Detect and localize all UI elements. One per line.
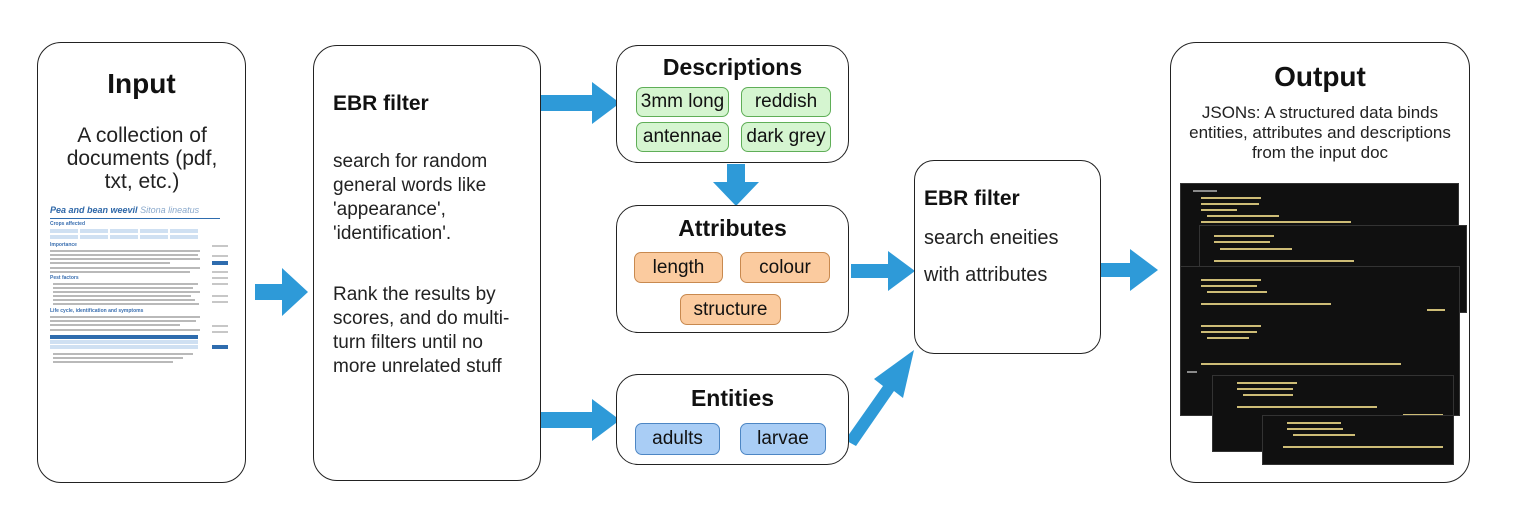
arrow-descriptions-to-attributes — [713, 164, 759, 206]
description-chip: reddish — [741, 87, 831, 117]
descriptions-title: Descriptions — [662, 54, 803, 80]
ebr-filter-box-2 — [914, 160, 1101, 354]
ebr-filter-1-text-1: search for random general words like 'ap… — [333, 151, 488, 244]
attribute-chip: colour — [740, 252, 830, 283]
output-description: JSONs: A structured data binds entities,… — [1189, 103, 1451, 162]
arrow-input-to-ebr1 — [255, 268, 308, 316]
doc-heading: Importance — [50, 242, 77, 248]
arrow-ebr1-to-descriptions — [540, 82, 620, 124]
arrow-attributes-to-ebr2 — [851, 251, 915, 291]
ebr-filter-1-text-2: Rank the results by scores, and do multi… — [333, 284, 510, 377]
entity-chip: adults — [635, 423, 720, 455]
output-title: Output — [1274, 61, 1366, 92]
doc-title: Pea and bean weevil Sitona lineatus — [50, 205, 200, 215]
doc-heading: Life cycle, identification and symptoms — [50, 308, 144, 314]
ebr-filter-1-title: EBR filter — [333, 92, 429, 115]
doc-heading: Pest factors — [50, 275, 79, 281]
input-document-thumbnail: Pea and bean weevil Sitona lineatus Crop… — [48, 205, 234, 367]
input-description: A collection of documents (pdf, txt, etc… — [66, 124, 218, 193]
ebr-filter-2-title: EBR filter — [924, 187, 1020, 210]
arrow-ebr2-to-output — [1101, 249, 1158, 291]
entities-title: Entities — [690, 385, 775, 411]
input-title: Input — [107, 68, 176, 99]
arrow-ebr1-to-entities — [540, 399, 620, 441]
entity-chip: larvae — [740, 423, 826, 455]
ebr-filter-2-text: search eneities with attributes — [924, 227, 1059, 286]
description-chip: 3mm long — [636, 87, 729, 117]
attribute-chip: length — [634, 252, 723, 283]
json-document-thumbnail — [1262, 415, 1454, 465]
arrow-entities-to-ebr2 — [845, 350, 914, 446]
description-chip: dark grey — [741, 122, 831, 152]
ebr-filter-box-1 — [313, 45, 541, 481]
attributes-title: Attributes — [678, 215, 787, 241]
description-chip: antennae — [636, 122, 729, 152]
doc-heading: Crops affected — [50, 221, 86, 227]
attribute-chip: structure — [680, 294, 781, 325]
